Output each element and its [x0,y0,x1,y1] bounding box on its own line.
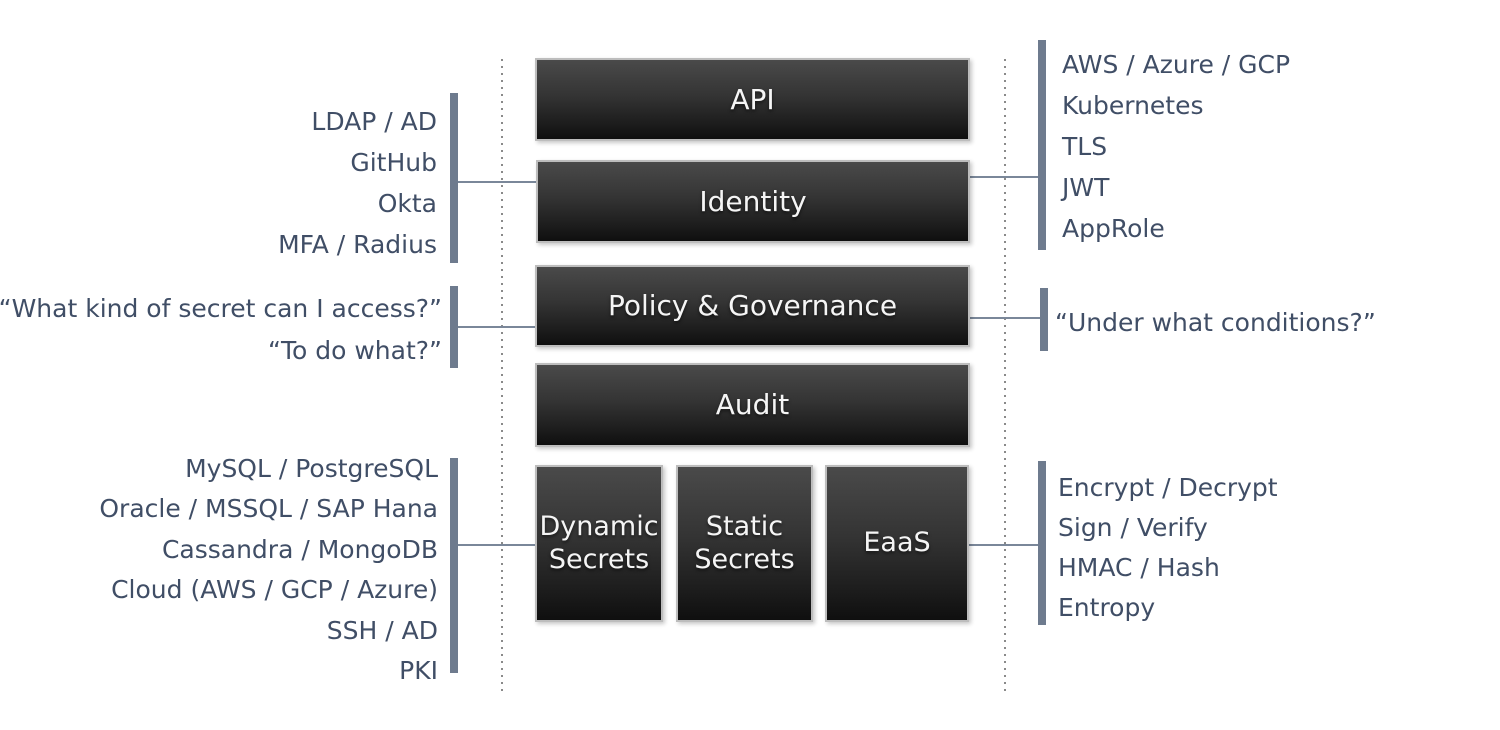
policy-questions-bracket [450,286,458,368]
encryption-operations-bracket [1038,461,1046,625]
static-secrets-box-label: Static Secrets [694,511,795,575]
api-box-label: API [730,82,775,116]
list-item: Oracle / MSSQL / SAP Hana [99,494,438,524]
list-item: HMAC / Hash [1058,552,1220,582]
audit-box-label: Audit [715,388,790,422]
list-item: Cassandra / MongoDB [161,534,438,564]
connector-engines-dynamic-secrets [458,544,535,546]
list-item: TLS [1062,132,1108,161]
auth-integrations-bracket [1038,40,1046,250]
policy-governance-box: Policy & Governance [535,265,970,347]
list-item: AppRole [1062,214,1165,243]
static-secrets-box: Static Secrets [676,465,813,622]
connector-auth-methods-identity [458,181,536,183]
dynamic-secrets-box: Dynamic Secrets [535,465,663,622]
conditions-question-list: “Under what conditions?” [1055,301,1376,343]
list-item: MySQL / PostgreSQL [185,453,438,483]
list-item: LDAP / AD [311,107,437,136]
list-item: “What kind of secret can I access?” [0,293,442,323]
list-item: “To do what?” [268,335,442,365]
auth-methods-bracket [450,93,458,263]
identity-box: Identity [536,160,970,243]
secret-engines-bracket [450,458,458,673]
list-item: MFA / Radius [278,230,437,259]
eaas-box: EaaS [825,465,969,622]
list-item: Encrypt / Decrypt [1058,472,1278,502]
left-dotted-divider [501,59,503,691]
policy-governance-box-label: Policy & Governance [607,289,898,323]
list-item: Kubernetes [1062,91,1204,120]
connector-eaas-operations [969,544,1038,546]
list-item: PKI [399,656,438,686]
list-item: Okta [377,189,437,218]
list-item: Entropy [1058,592,1156,622]
api-box: API [535,58,970,141]
list-item: Cloud (AWS / GCP / Azure) [111,575,438,605]
conditions-bracket [1040,288,1048,351]
right-dotted-divider [1004,59,1006,691]
list-item: “Under what conditions?” [1055,307,1376,337]
list-item: Sign / Verify [1058,512,1208,542]
connector-identity-auth-integrations [970,176,1038,178]
secret-engines-list: MySQL / PostgreSQL Oracle / MSSQL / SAP H… [99,448,438,691]
list-item: AWS / Azure / GCP [1062,50,1291,79]
list-item: JWT [1062,173,1110,202]
audit-box: Audit [535,363,970,447]
list-item: SSH / AD [326,615,438,645]
connector-policy-conditions [970,317,1040,319]
eaas-box-label: EaaS [863,527,931,559]
connector-questions-policy [458,326,535,328]
policy-questions-list: “What kind of secret can I access?” “To d… [0,287,442,371]
identity-box-label: Identity [699,184,807,218]
dynamic-secrets-box-label: Dynamic Secrets [539,511,659,575]
list-item: GitHub [350,148,437,177]
